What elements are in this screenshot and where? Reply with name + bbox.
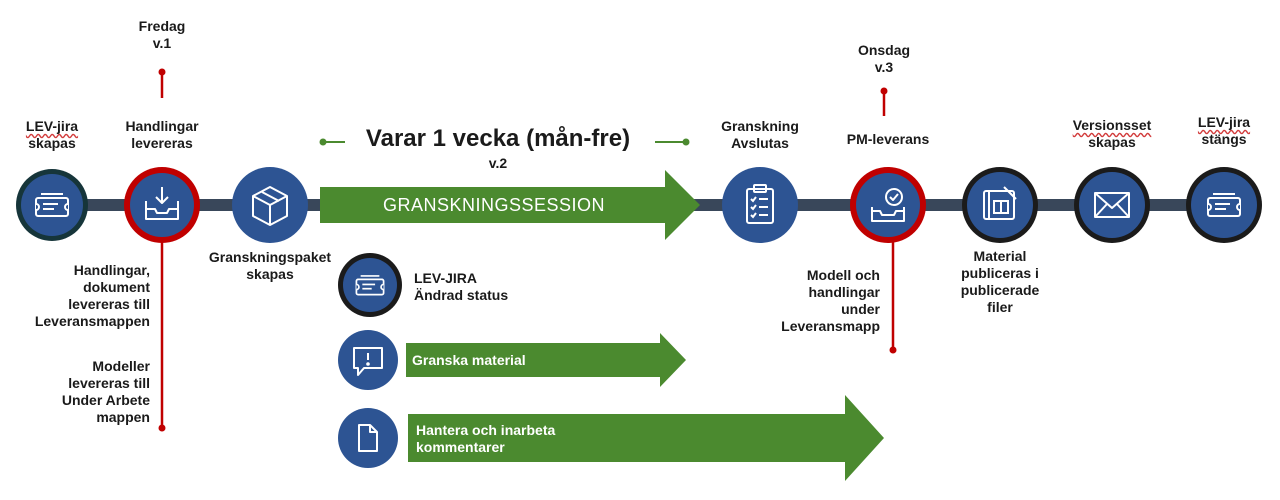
- document-icon: [358, 424, 378, 452]
- handlingar-note: Handlingar, dokument levereras till Leve…: [34, 262, 150, 329]
- clipboard-checklist-icon: [746, 184, 774, 224]
- hantera-label: Hantera och inarbeta kommentarer: [416, 422, 556, 455]
- node-granskningspaket: [232, 167, 308, 243]
- inbox-check-icon: [871, 188, 905, 222]
- node-granska: [338, 330, 398, 390]
- pm-note: Modell och handlingar under Leveransmapp: [781, 267, 880, 334]
- label-pm-leverans: PM-leverans: [846, 131, 930, 147]
- label-granskningspaket: Granskningspaket skapas: [208, 249, 332, 282]
- onsdag-day: Onsdag: [857, 42, 911, 58]
- label-lev-jira-skapas: LEV-jira skapas: [25, 118, 79, 151]
- granska-label: Granska material: [412, 352, 526, 368]
- blueprint-icon: [983, 186, 1017, 220]
- node-material-publiceras: [962, 167, 1038, 243]
- node-granskning-avslutas: [722, 167, 798, 243]
- session-arrow-label: GRANSKNINGSSESSION: [383, 195, 606, 215]
- node-lev-jira-stangs: [1186, 167, 1262, 243]
- node-versionsset: [1074, 167, 1150, 243]
- node-hantera: [338, 408, 398, 468]
- label-versionsset: Versionsset skapas: [1072, 117, 1152, 150]
- handlingar-note-stem: [158, 240, 166, 432]
- onsdag-week: v.3: [874, 59, 894, 75]
- duration-week: v.2: [488, 155, 508, 171]
- label-lev-jira-stangs: LEV-jira stängs: [1197, 114, 1251, 147]
- comment-alert-icon: [353, 347, 383, 376]
- label-granskning-avslutas: Granskning Avslutas: [721, 118, 799, 151]
- granska-arrow: [406, 333, 686, 387]
- node-lev-jira-skapas: [16, 169, 88, 241]
- duration-text: Varar 1 vecka (mån-fre): [365, 125, 631, 152]
- fredag-label: Fredag v.1: [112, 18, 212, 52]
- fredag-day: Fredag: [138, 18, 186, 34]
- pm-note-stem: [889, 235, 897, 354]
- modeller-note: Modeller levereras till Under Arbete map…: [61, 358, 150, 425]
- envelope-icon: [1094, 192, 1130, 218]
- fredag-week: v.1: [152, 35, 172, 51]
- duration-bracket: [319, 138, 690, 146]
- onsdag-label: Onsdag v.3: [834, 42, 934, 76]
- node-handlingar-levereras: [124, 167, 200, 243]
- lev-jira-status-label: LEV-JIRA Ändrad status: [414, 270, 509, 303]
- label-handlingar-levereras: Handlingar levereras: [125, 118, 199, 151]
- onsdag-marker: [880, 87, 888, 116]
- node-lev-jira-status: [338, 253, 402, 317]
- session-arrow: [320, 170, 700, 240]
- node-pm-leverans: [850, 167, 926, 243]
- package-box-icon: [252, 186, 288, 226]
- inbox-tray-icon: [145, 187, 179, 220]
- label-material-publiceras: Material publiceras i publicerade filer: [960, 248, 1040, 315]
- hantera-arrow: [408, 395, 884, 481]
- fredag-marker: [158, 68, 166, 98]
